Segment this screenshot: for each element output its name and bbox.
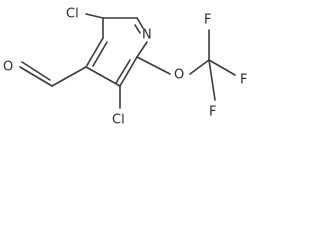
bond-cho-o-inner	[21, 61, 51, 81]
bond-c4-cho	[51, 66, 87, 87]
atom-label-f-bottom: F	[209, 105, 216, 120]
atom-label-nitrogen: N	[142, 28, 152, 43]
atom-label-f-right: F	[240, 73, 247, 88]
bond-c3-c4	[85, 66, 121, 87]
structure-diagram: Cl N O O Cl F F F	[3, 7, 247, 128]
bond-c6-n	[136, 17, 144, 29]
bond-lines	[19, 13, 236, 109]
bond-c2-c3-inner	[115, 59, 131, 84]
atom-label-oxygen-aldehyde: O	[3, 60, 13, 75]
bond-cho-o	[19, 66, 53, 87]
bond-c4-c5	[85, 37, 104, 68]
atom-label-f-top: F	[204, 13, 211, 28]
bond-n-c2	[136, 41, 148, 58]
bond-c4-c5-inner	[92, 41, 108, 67]
atom-label-cl-top: Cl	[66, 7, 79, 22]
atom-label-cl-bottom: Cl	[112, 113, 125, 128]
bond-c2-c3	[119, 56, 138, 87]
bond-c-f-bottom	[208, 59, 216, 101]
bond-c5-cl	[85, 13, 104, 19]
bond-c6-n-inner	[134, 24, 141, 34]
bond-c-f-right	[208, 59, 236, 76]
bond-c2-o	[136, 56, 171, 75]
atom-label-oxygen-ether: O	[174, 68, 184, 83]
bond-o-cf3	[189, 59, 210, 75]
